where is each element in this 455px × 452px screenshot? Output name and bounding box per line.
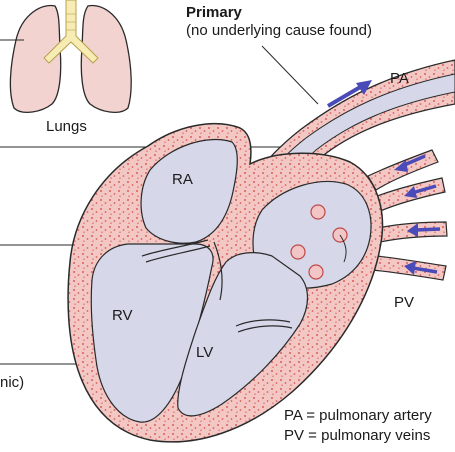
pv-label: PV — [394, 294, 414, 311]
lungs-illustration: Lungs — [10, 0, 131, 135]
legend-pv: PV = pulmonary veins — [284, 427, 430, 444]
lungs-label: Lungs — [46, 118, 87, 135]
legend-pa: PA = pulmonary artery — [284, 407, 432, 424]
cropped-left-label: nic) — [0, 374, 24, 391]
pa-label: PA — [390, 70, 409, 87]
lv-label: LV — [196, 344, 213, 361]
ra-label: RA — [172, 171, 193, 188]
rv-label: RV — [112, 307, 133, 324]
primary-title: Primary — [186, 4, 243, 21]
primary-leader-line — [262, 46, 318, 104]
primary-note: (no underlying cause found) — [186, 22, 372, 39]
